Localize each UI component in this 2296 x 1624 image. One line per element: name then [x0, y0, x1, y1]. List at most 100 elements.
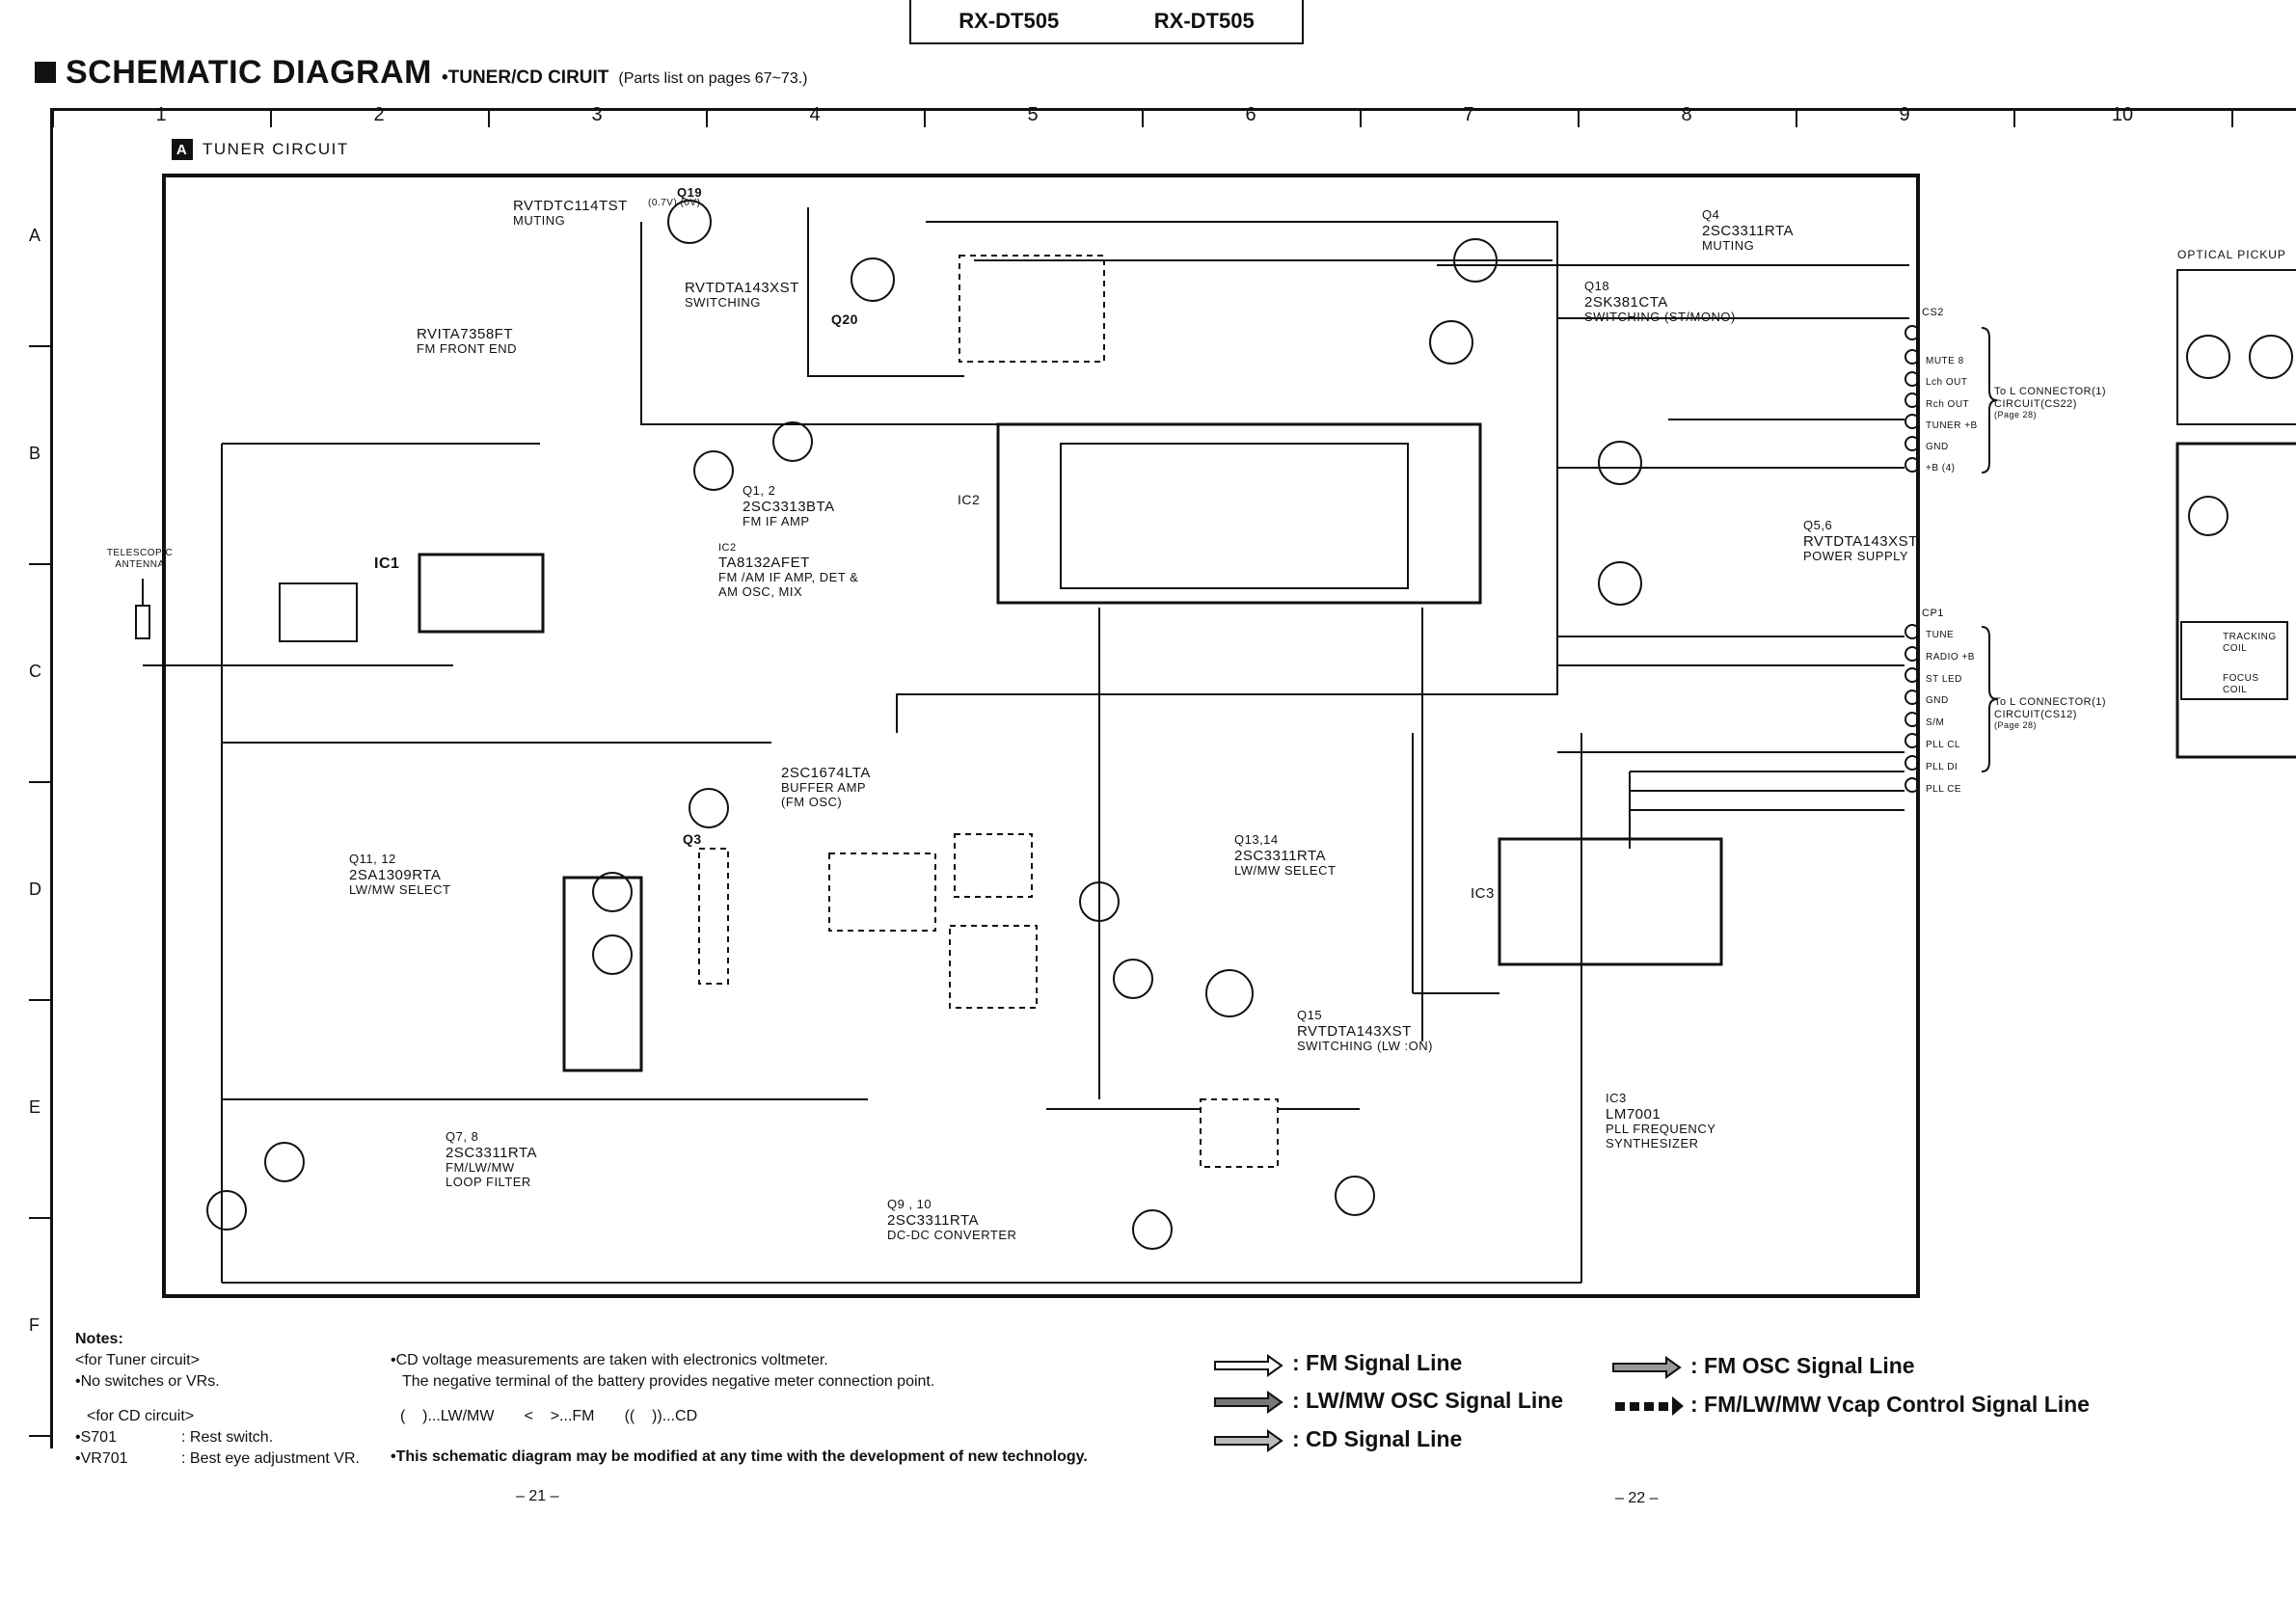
q18-part: 2SK381CTA [1584, 293, 1668, 311]
q4-part: 2SC3311RTA [1702, 222, 1795, 239]
column-ruler [52, 108, 2296, 111]
q7-q8-ref: Q7, 8 [446, 1129, 479, 1144]
q4-desc: MUTING [1702, 238, 1755, 254]
q5-q6-part: RVTDTA143XST [1803, 532, 1918, 550]
q13-q14-label: Q13,14 2SC3311RTA LW/MW SELECT [1234, 832, 1337, 879]
cp1-pin: PLL DI [1926, 761, 1958, 772]
paren-key: ( )...LW/MW < >...FM (( ))...CD [400, 1408, 698, 1424]
column-number: 5 [1027, 104, 1039, 125]
column-number: 2 [373, 104, 385, 125]
cp1-pin: TUNE [1926, 630, 1955, 640]
column-number: 6 [1245, 104, 1256, 125]
title-square-icon [35, 62, 56, 83]
cs2-pin: MUTE 8 [1926, 356, 1964, 366]
cp1-pin: PLL CL [1926, 739, 1960, 750]
ruler-tick [488, 110, 490, 127]
q9-q10-desc: DC-DC CONVERTER [887, 1228, 1017, 1243]
cs2-connector-name: CS2 [1922, 307, 1944, 318]
q13-q14-desc: LW/MW SELECT [1234, 863, 1337, 879]
cd-voltage-line-1: •CD voltage measurements are taken with … [391, 1352, 828, 1368]
cs2-pin-list: MUTE 8 Lch OUT Rch OUT TUNER +B GND +B (… [1926, 351, 1978, 480]
column-number: 4 [809, 104, 821, 125]
q20-ref: Q20 [831, 311, 858, 327]
row-tick [29, 563, 52, 565]
section-label: TUNER CIRCUIT [203, 140, 349, 158]
q5-q6-ref: Q5,6 [1803, 518, 1833, 532]
row-tick [29, 1217, 52, 1219]
ic1-part: RVITA7358FT [417, 326, 513, 342]
q19-volts: (0.7V) (0V) [648, 198, 701, 208]
notes-s701-val: : Rest switch. [181, 1429, 274, 1446]
q18-ref: Q18 [1584, 279, 1610, 293]
row-tick [29, 999, 52, 1001]
antenna-label: TELESCOPIC ANTENNA [106, 548, 174, 570]
column-number: 1 [155, 104, 167, 125]
ruler-tick [2231, 110, 2233, 127]
page-number-right: – 22 – [1615, 1490, 1659, 1506]
q9-q10-label: Q9 , 10 2SC3311RTA DC-DC CONVERTER [887, 1197, 1017, 1243]
ruler-tick [270, 110, 272, 127]
row-letter: B [29, 444, 41, 463]
notes-tuner-item: •No switches or VRs. [75, 1373, 220, 1390]
cd-voltage-line-2: The negative terminal of the battery pro… [402, 1373, 935, 1390]
q13-q14-ref: Q13,14 [1234, 832, 1279, 847]
ruler-tick [2013, 110, 2015, 127]
model-label-left: RX-DT505 [959, 9, 1060, 33]
row-letter: F [29, 1315, 40, 1335]
q7-q8-desc: FM/LW/MW LOOP FILTER [446, 1160, 531, 1190]
notes-cd-head: <for CD circuit> [87, 1408, 195, 1424]
q20-part: RVTDTA143XST [685, 280, 799, 296]
q15-part: RVTDTA143XST [1297, 1022, 1412, 1040]
cs2-pin: GND [1926, 442, 1949, 453]
legend-cd-signal: : CD Signal Line [1292, 1426, 1463, 1451]
row-tick [29, 781, 52, 783]
q5-q6-label: Q5,6 RVTDTA143XST POWER SUPPLY [1803, 518, 1918, 564]
row-letter: C [29, 662, 41, 681]
q19-part: RVTDTC114TST [513, 198, 628, 214]
tracking-coil-label: TRACKING COIL [2223, 632, 2277, 654]
page-title: SCHEMATIC DIAGRAM •TUNER/CD CIRUIT (Part… [35, 54, 808, 92]
q20-label: RVTDTA143XST SWITCHING [685, 280, 799, 311]
row-letter: A [29, 226, 41, 245]
legend-lwmw-osc: : LW/MW OSC Signal Line [1292, 1388, 1564, 1413]
q18-desc: SWITCHING (ST/MONO) [1584, 310, 1736, 325]
title-note: (Parts list on pages 67~73.) [618, 70, 808, 87]
q7-q8-part: 2SC3311RTA [446, 1144, 538, 1161]
q19-desc: MUTING [513, 213, 566, 229]
cd-voltage-note: •CD voltage measurements are taken with … [391, 1350, 934, 1393]
column-number: 10 [2111, 104, 2134, 125]
ic1-label: RVITA7358FT FM FRONT END [417, 326, 517, 357]
column-number: 3 [591, 104, 603, 125]
q7-q8-label: Q7, 8 2SC3311RTA FM/LW/MW LOOP FILTER [446, 1129, 538, 1190]
q19-ref-mark: Q19 [677, 185, 703, 200]
notes-vr701-row: •VR701 : Best eye adjustment VR. [75, 1448, 360, 1470]
cp1-target: To L CONNECTOR(1) CIRCUIT(CS12) (Page 28… [1994, 696, 2110, 731]
notes-vr701-val: : Best eye adjustment VR. [181, 1450, 360, 1467]
q18-label: Q18 2SK381CTA SWITCHING (ST/MONO) [1584, 279, 1736, 325]
q3-ref: Q3 [683, 831, 702, 847]
section-tag: A TUNER CIRCUIT [172, 139, 349, 160]
optical-pickup-title: OPTICAL PICKUP [2177, 248, 2286, 261]
ruler-tick [1360, 110, 1362, 127]
row-ruler [50, 108, 53, 1448]
title-sub: •TUNER/CD CIRUIT [441, 68, 609, 88]
ruler-tick [706, 110, 708, 127]
ic2-label: IC2 TA8132AFET FM /AM IF AMP, DET & AM O… [718, 542, 873, 600]
cp1-pin: ST LED [1926, 673, 1962, 685]
q11-q12-label: Q11, 12 2SA1309RTA LW/MW SELECT [349, 852, 450, 898]
q3-part: 2SC1674LTA [781, 765, 871, 781]
notes-block: Notes: <for Tuner circuit> •No switches … [75, 1329, 360, 1470]
q15-label: Q15 RVTDTA143XST SWITCHING (LW :ON) [1297, 1008, 1433, 1054]
ic3-ref: IC3 [1606, 1091, 1627, 1105]
ic3-part: LM7001 [1606, 1105, 1661, 1123]
q3-desc: BUFFER AMP (FM OSC) [781, 780, 866, 810]
q11-q12-part: 2SA1309RTA [349, 866, 442, 883]
legend-fm-osc: : FM OSC Signal Line [1690, 1353, 1915, 1378]
column-number: 7 [1463, 104, 1474, 125]
cp1-pin: PLL CE [1926, 783, 1962, 795]
ic1-desc: FM FRONT END [417, 341, 517, 357]
notes-heading: Notes: [75, 1331, 123, 1347]
legend-vcap: : FM/LW/MW Vcap Control Signal Line [1690, 1392, 2090, 1417]
row-letter: E [29, 1097, 41, 1117]
